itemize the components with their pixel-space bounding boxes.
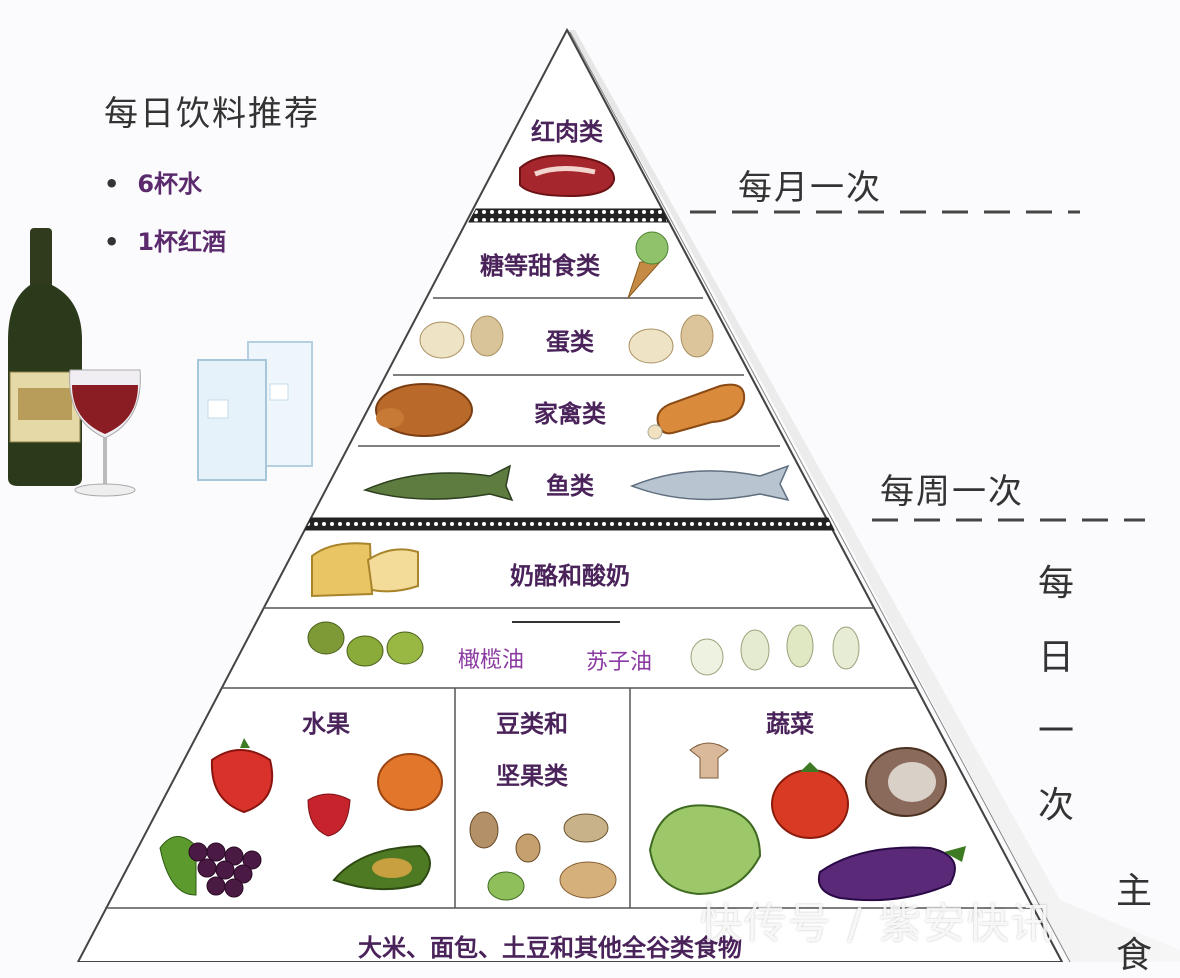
drink-item-wine: •1杯红酒 <box>104 228 227 256</box>
tier-label-poultry: 家禽类 <box>534 400 606 428</box>
frequency-daily-char-4: 次 <box>1038 785 1075 826</box>
water-glass-icon <box>197 341 313 481</box>
tier-label-olive-oil: 橄榄油 <box>458 648 525 673</box>
tier-label-perilla-oil: 苏子油 <box>586 650 653 675</box>
wine-glass-icon <box>69 369 141 497</box>
tier-label-beans-line1: 豆类和 <box>496 710 568 738</box>
fish-icon <box>362 464 790 502</box>
watermark: 快传号 / 紫安快讯 <box>700 899 1055 948</box>
dotted-band-weekly <box>304 517 835 531</box>
drink-recommendation-title: 每日饮料推荐 <box>104 94 320 134</box>
roast-chicken-icon <box>375 383 473 437</box>
frequency-weekly: 每周一次 <box>880 472 1024 512</box>
frequency-staple-char-1: 主 <box>1116 871 1153 912</box>
cheese-icon <box>311 542 419 598</box>
tier-label-fish: 鱼类 <box>546 472 594 500</box>
frequency-daily-char-3: 一 <box>1038 711 1075 752</box>
drink-item-water: •6杯水 <box>104 170 203 198</box>
tier-label-sweets: 糖等甜食类 <box>480 252 600 280</box>
drumstick-icon <box>647 383 746 440</box>
tier-label-beans-line2: 坚果类 <box>496 762 568 790</box>
olive-icon <box>307 621 424 667</box>
perilla-seed-icon <box>690 624 860 676</box>
dotted-band-monthly <box>468 208 669 223</box>
vegetable-icons <box>648 742 966 902</box>
tier-label-eggs: 蛋类 <box>546 328 594 356</box>
tier-label-vegetables: 蔬菜 <box>766 710 814 738</box>
tier-label-red-meat: 红肉类 <box>531 118 603 146</box>
tier-label-grains: 大米、面包、土豆和其他全谷类食物 <box>358 934 742 962</box>
frequency-staple-char-2: 食 <box>1116 935 1153 976</box>
frequency-monthly: 每月一次 <box>738 168 882 208</box>
tier-label-dairy: 奶酪和酸奶 <box>510 562 630 590</box>
bullet-icon: • <box>104 170 120 198</box>
egg-icon <box>419 314 714 364</box>
pyramid-outline <box>76 27 1064 962</box>
wine-bottle-icon <box>8 228 82 486</box>
frequency-daily-char-1: 每 <box>1038 563 1075 604</box>
nuts-icon <box>469 811 617 901</box>
red-meat-icon <box>519 154 616 198</box>
tier-label-fruit: 水果 <box>302 710 350 738</box>
bullet-icon: • <box>104 228 120 256</box>
tier-dividers <box>105 297 1030 909</box>
fruit-icons <box>159 738 443 898</box>
ice-cream-icon <box>627 231 669 299</box>
frequency-daily-char-2: 日 <box>1038 637 1075 678</box>
